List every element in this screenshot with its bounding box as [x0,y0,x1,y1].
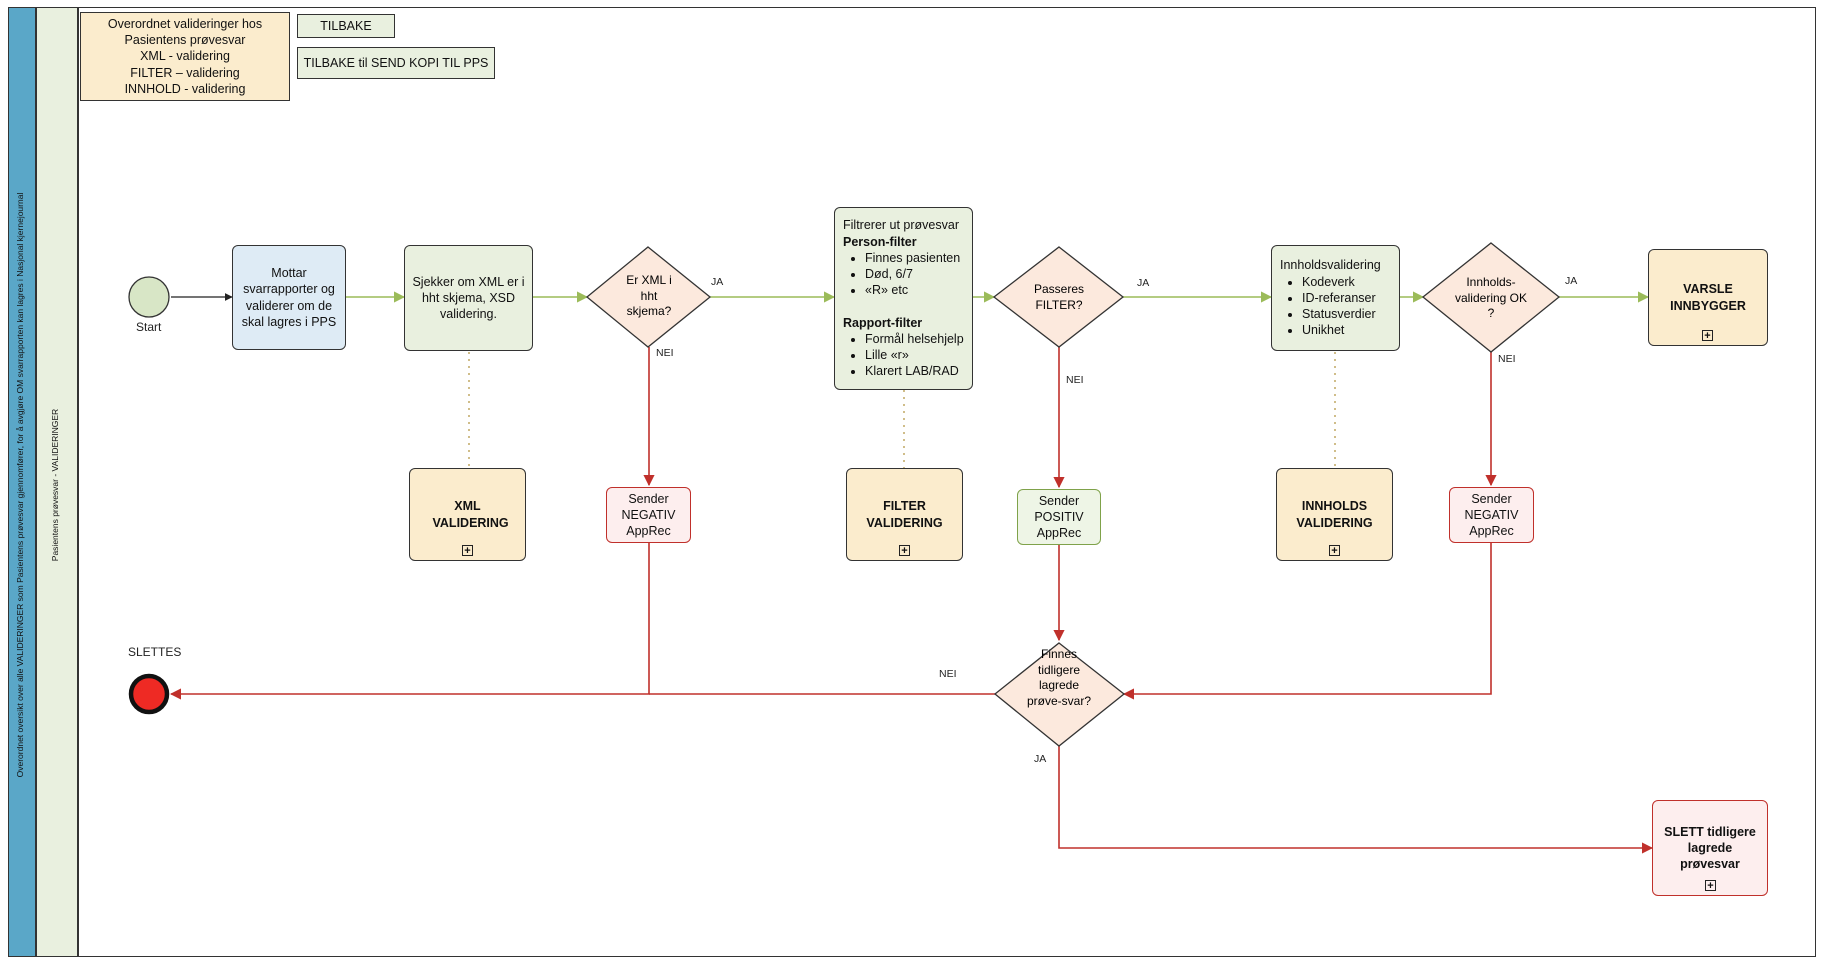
note-line-4: FILTER – validering [130,65,240,80]
subprocess-notify-citizen[interactable]: VARSLE INNBYGGER + [1648,249,1768,346]
expand-icon[interactable]: + [1705,880,1716,892]
filter-person-list: Finnes pasienten Død, 6/7 «R» etc [843,250,960,299]
pool-frame [78,7,1816,957]
expand-icon[interactable]: + [1702,330,1713,342]
filter-report-item: Klarert LAB/RAD [865,363,964,379]
flow-label-ja: JA [1137,277,1150,289]
filter-sub-label: FILTER VALIDERING [866,499,943,530]
filter-report-item: Lille «r» [865,347,964,363]
flow-label-nei: NEI [1498,353,1516,365]
gateway-filter-label: Passeres FILTER? [1033,282,1085,312]
start-event [128,276,170,318]
subprocess-filter-validation[interactable]: FILTER VALIDERING + [846,468,963,561]
overview-note: Overordnet valideringer hos Pasientens p… [80,12,290,101]
delete-sub-label: SLETT tidligere lagrede prøvesvar [1664,824,1756,872]
expand-icon[interactable]: + [899,545,910,557]
task-filter[interactable]: Filtrerer ut prøvesvar Person-filter Fin… [834,207,973,390]
end-label: SLETTES [128,645,182,659]
expand-icon[interactable]: + [1329,545,1340,557]
filter-person-item: «R» etc [865,282,960,298]
back-button[interactable]: TILBAKE [297,14,395,38]
flow-label-ja: JA [711,276,724,288]
xml-sub-label: XML VALIDERING [432,499,509,530]
flow-neg2-prior [1122,543,1492,700]
filter-report-item: Formål helsehjelp [865,331,964,347]
filter-report-list: Formål helsehjelp Lille «r» Klarert LAB/… [843,331,964,380]
lane-header [36,7,78,957]
flow-label-ja: JA [1034,753,1047,765]
subprocess-xml-validation[interactable]: XML VALIDERING + [409,468,526,561]
note-line-3: XML - validering [140,49,230,64]
content-title: Innholdsvalidering [1280,258,1381,273]
flow-label-nei: NEI [939,668,957,680]
gateway-xml-label: Er XML i hht skjema? [626,273,672,319]
filter-person-item: Død, 6/7 [865,266,960,282]
flow-label-nei: NEI [1066,374,1084,386]
task-xml-check[interactable]: Sjekker om XML er i hht skjema, XSD vali… [404,245,533,351]
gateway-content-label: Innholds-validering OK ? [1454,275,1528,321]
gateway-prior [993,642,1126,747]
end-event [128,673,170,715]
task-content-validation[interactable]: Innholdsvalidering Kodeverk ID-referanse… [1271,245,1400,351]
task-receive-reports[interactable]: Mottar svarrapporter og validerer om de … [232,245,346,350]
task-send-negative-1[interactable]: Sender NEGATIV AppRec [606,487,691,543]
gateway-prior-label: Finnes tidligere lagrede prøve-svar? [1027,647,1092,708]
note-line-5: INNHOLD - validering [124,81,246,96]
note-line-1: Overordnet valideringer hos [107,16,263,31]
content-item: Unikhet [1302,322,1376,338]
task-send-positive[interactable]: Sender POSITIV AppRec [1017,489,1101,545]
subprocess-content-validation[interactable]: INNHOLDS VALIDERING + [1276,468,1393,561]
flow-neg1-end [169,543,650,700]
start-label: Start [136,320,162,334]
flow-label-ja: JA [1565,275,1578,287]
pool-header [8,7,36,957]
filter-person-title: Person-filter [843,234,917,249]
filter-person-item: Finnes pasienten [865,250,960,266]
expand-icon[interactable]: + [462,545,473,557]
flow-prior-ja [1058,744,1654,854]
subprocess-delete-prior[interactable]: SLETT tidligere lagrede prøvesvar + [1652,800,1768,896]
task-send-negative-2[interactable]: Sender NEGATIV AppRec [1449,487,1534,543]
content-item: Statusverdier [1302,306,1376,322]
content-list: Kodeverk ID-referanser Statusverdier Uni… [1280,274,1376,339]
gateway-xml [585,246,712,348]
note-line-2: Pasientens prøvesvar [124,33,246,48]
flow-label-nei: NEI [656,347,674,359]
filter-intro: Filtrerer ut prøvesvar [843,218,959,233]
gateway-filter [992,246,1125,348]
content-sub-label: INNHOLDS VALIDERING [1296,499,1373,530]
content-item: Kodeverk [1302,274,1376,290]
content-item: ID-referanser [1302,290,1376,306]
filter-report-title: Rapport-filter [843,315,923,330]
notify-label: VARSLE INNBYGGER [1670,282,1746,313]
back-to-send-copy-button[interactable]: TILBAKE til SEND KOPI TIL PPS [297,47,495,79]
gateway-content [1421,242,1561,353]
